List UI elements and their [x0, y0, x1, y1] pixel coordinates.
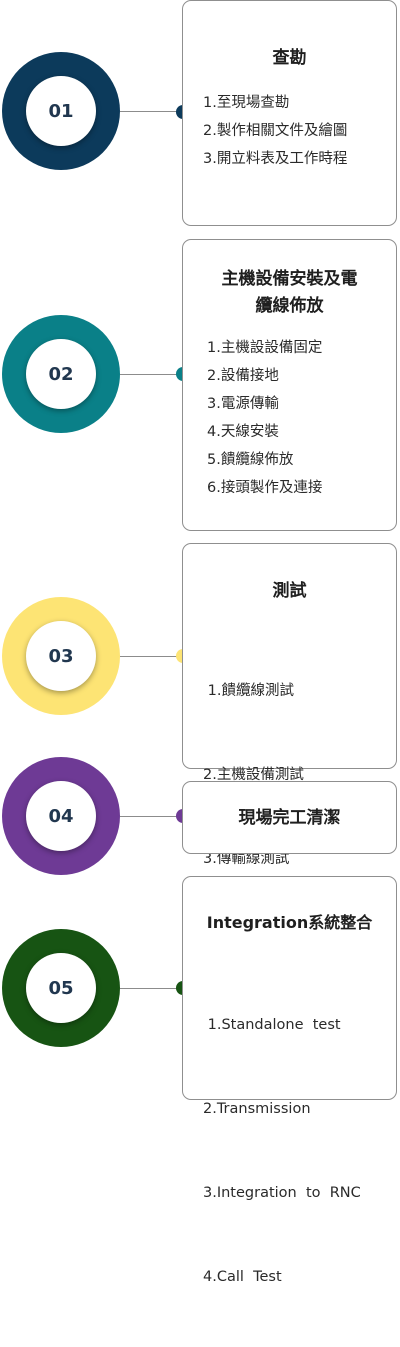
step-item: 2.設備接地 — [207, 368, 279, 384]
step-items-05: 1.Standalone test 2.Transmission 3.Integ… — [203, 955, 392, 1347]
step-number-01: 01 — [26, 76, 96, 146]
step-item: 3.開立料表及工作時程 — [203, 151, 348, 167]
step-item: 2.Transmission — [203, 1101, 311, 1117]
step-title-03: 測試 — [183, 578, 396, 605]
step-number-02: 02 — [26, 339, 96, 409]
step-item: 1.至現場查勘 — [203, 95, 290, 111]
step-items-02: 1.主機設設備固定 2.設備接地 3.電源傳輸 4.天線安裝 5.饋纜線佈放 6… — [207, 334, 392, 502]
step-item: 4.天線安裝 — [207, 424, 279, 440]
step-card-04: 現場完工清潔 — [182, 781, 397, 854]
step-ring-05: 05 — [2, 929, 120, 1047]
step-title-04-line: 現場完工清潔 — [238, 808, 341, 828]
connector-line-04 — [120, 816, 182, 817]
step-ring-04: 04 — [2, 757, 120, 875]
step-items-01: 1.至現場查勘 2.製作相關文件及繪圖 3.開立料表及工作時程 — [203, 89, 392, 173]
step-title-01-line: 查勘 — [272, 48, 307, 68]
step-ring-02: 02 — [2, 315, 120, 433]
step-ring-01: 01 — [2, 52, 120, 170]
step-card-01: 查勘 1.至現場查勘 2.製作相關文件及繪圖 3.開立料表及工作時程 — [182, 0, 397, 226]
step-title-04: 現場完工清潔 — [183, 805, 396, 832]
connector-line-02 — [120, 374, 182, 375]
step-item: 3.電源傳輸 — [207, 396, 279, 412]
step-number-03: 03 — [26, 621, 96, 691]
step-item: 4.Call Test — [203, 1269, 282, 1285]
step-item: 3.傳輸線測試 — [203, 851, 290, 867]
step-item: 1.饋纜線測試 — [203, 683, 294, 699]
step-item: 5.饋纜線佈放 — [207, 452, 294, 468]
step-items-03: 1.饋纜線測試 2.主機設備測試 3.傳輸線測試 — [203, 621, 392, 929]
step-card-05: Integration系統整合 1.Standalone test 2.Tran… — [182, 876, 397, 1285]
connector-line-05 — [120, 988, 182, 989]
step-card-03: 測試 1.饋纜線測試 2.主機設備測試 3.傳輸線測試 — [182, 543, 397, 867]
step-ring-03: 03 — [2, 597, 120, 715]
step-item: 1.Standalone test — [203, 1017, 341, 1033]
step-card-02: 主機設備安裝及電 纜線佈放 1.主機設設備固定 2.設備接地 3.電源傳輸 4.… — [182, 239, 397, 531]
step-number-04: 04 — [26, 781, 96, 851]
connector-line-01 — [120, 111, 182, 112]
step-title-05: Integration系統整合 — [183, 909, 396, 936]
step-title-02-line-2: 纜線佈放 — [255, 296, 324, 316]
connector-line-03 — [120, 656, 182, 657]
step-item: 1.主機設設備固定 — [207, 340, 323, 356]
step-number-05: 05 — [26, 953, 96, 1023]
step-item: 2.主機設備測試 — [203, 767, 304, 783]
step-item: 6.接頭製作及連接 — [207, 480, 323, 496]
step-title-02-line-1: 主機設備安裝及電 — [221, 269, 358, 289]
step-item: 2.製作相關文件及繪圖 — [203, 123, 348, 139]
step-title-03-line: 測試 — [272, 581, 307, 601]
step-item: 3.Integration to RNC — [203, 1185, 361, 1201]
step-title-01: 查勘 — [183, 45, 396, 72]
step-title-05-line: Integration系統整合 — [206, 913, 373, 932]
step-title-02: 主機設備安裝及電 纜線佈放 — [183, 266, 396, 320]
